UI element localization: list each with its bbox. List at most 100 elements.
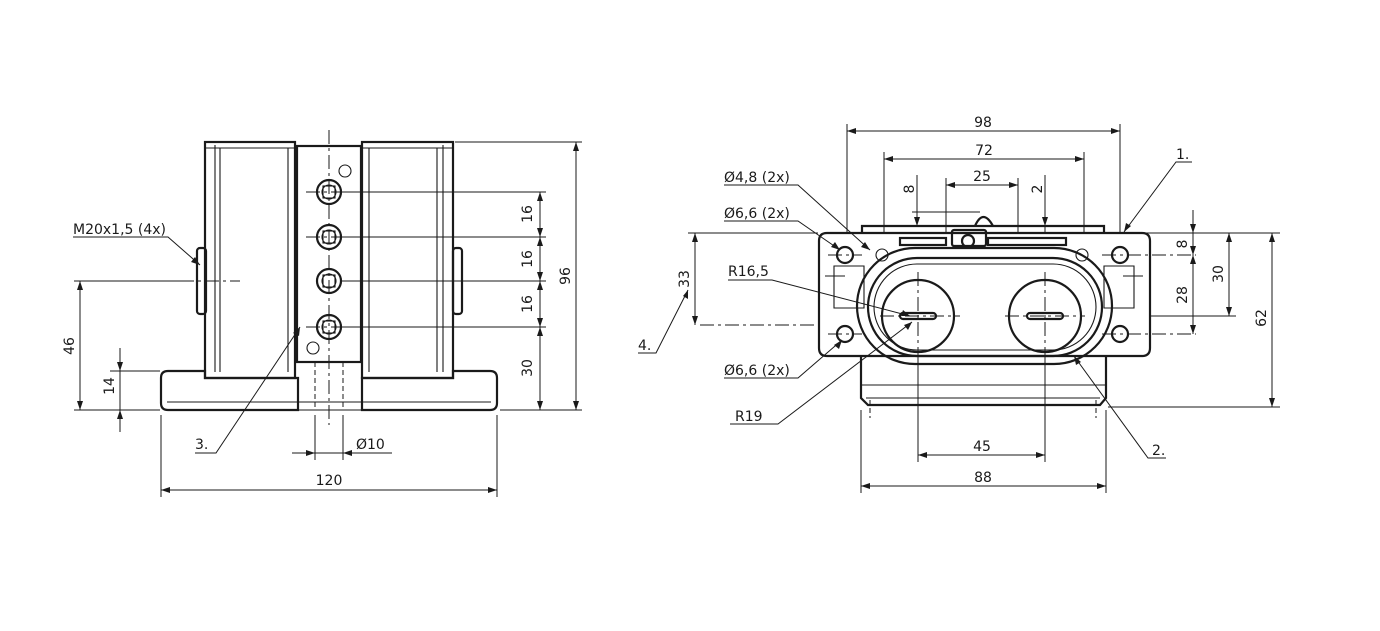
arrow [683,290,688,299]
arrow [1075,156,1084,162]
dim-dia10: Ø10 [356,437,385,453]
arrow [1226,307,1232,316]
obround-inner [873,263,1097,351]
arrow [1009,182,1018,188]
arrow [161,487,170,493]
right-ear-recess [1103,265,1135,309]
arrow [537,228,543,237]
leader-line [195,326,301,454]
leader-line [724,220,841,251]
top-hook [973,215,994,227]
arrow [692,233,698,242]
arrow [847,128,856,134]
leader-line [638,289,689,354]
hole-small-right [1075,248,1089,262]
hole-small-left [875,248,889,262]
arrow [1226,233,1232,242]
left-ear-recess [833,265,865,309]
arrow [1036,452,1045,458]
arrow [1190,246,1196,255]
leader-line [73,236,201,266]
arrow [1097,483,1106,489]
dim-25: 25 [973,169,991,185]
arrow [343,450,352,456]
callout-hole-6-6-top: Ø6,6 (2x) [724,206,790,222]
slot-right [986,236,1068,247]
left-base-flange-right [360,369,499,412]
arrow [537,272,543,281]
arrow [918,452,927,458]
right-housing-block [360,140,455,380]
callout-item-3: 3. [195,437,208,453]
arrow [1074,356,1081,365]
arrow [1124,223,1131,232]
arrow [117,410,123,419]
mounting-hole-top [338,164,352,178]
callout-radius-16-5: R16,5 [728,264,769,280]
arrow [573,142,579,151]
arrow [77,281,83,290]
callout-thread: M20x1,5 (4x) [73,222,166,238]
arrow [861,242,870,250]
callout-item-2: 2. [1152,443,1165,459]
arrow [901,310,910,316]
arrow [488,487,497,493]
arrow [537,281,543,290]
arrow [834,340,842,349]
arrow [1269,233,1275,242]
right-view: 98 72 25 8 2 8 28 30 [638,115,1280,493]
obround-mid [866,256,1104,358]
arrow [914,217,920,226]
right-lower-body [859,356,1108,407]
dim-8-right: 8 [1175,240,1191,249]
dim-28: 28 [1175,286,1191,304]
dim-30-right: 30 [1211,265,1227,283]
arrow [1269,398,1275,407]
leader-line [730,321,913,425]
obround-outer [855,246,1114,366]
dim-98: 98 [974,115,992,131]
arrow [537,192,543,201]
leader-line [728,279,911,317]
arrow [306,450,315,456]
dim-96: 96 [558,267,574,285]
dim-14: 14 [102,377,118,395]
arrow [861,483,870,489]
arrow [573,401,579,410]
callout-hole-6-6-bottom: Ø6,6 (2x) [724,363,790,379]
arrow [537,318,543,327]
leader-line [1073,355,1166,459]
arrow [537,401,543,410]
arrow [537,327,543,336]
dim-33: 33 [677,270,693,288]
arrow [946,182,955,188]
slot-left [898,236,948,247]
dim-30: 30 [520,359,536,377]
callout-item-4: 4. [638,338,651,354]
left-housing-block [203,140,297,380]
arrow [77,401,83,410]
arrow [191,257,200,265]
dim-45: 45 [973,439,991,455]
dim-120: 120 [316,473,343,489]
dim-46: 46 [62,337,78,355]
callout-hole-4-8: Ø4,8 (2x) [724,170,790,186]
dim-88: 88 [974,470,992,486]
leader-line [724,339,843,379]
arrow [1190,224,1196,233]
dim-72: 72 [975,143,993,159]
arrow [117,362,123,371]
arrow [831,242,840,250]
dim-16-a: 16 [520,205,536,223]
leader-line [724,184,871,251]
arrow [1111,128,1120,134]
mounting-plate [817,231,1152,358]
arrow [1042,217,1048,226]
arrow [904,322,912,330]
callout-radius-19: R19 [735,409,763,425]
left-view: 16 16 16 30 96 46 14 120 Ø10 M20x1,5 (4x… [62,130,582,497]
dim-2: 2 [1030,185,1046,194]
leader-line [1123,161,1192,233]
dim-8-top: 8 [902,185,918,194]
